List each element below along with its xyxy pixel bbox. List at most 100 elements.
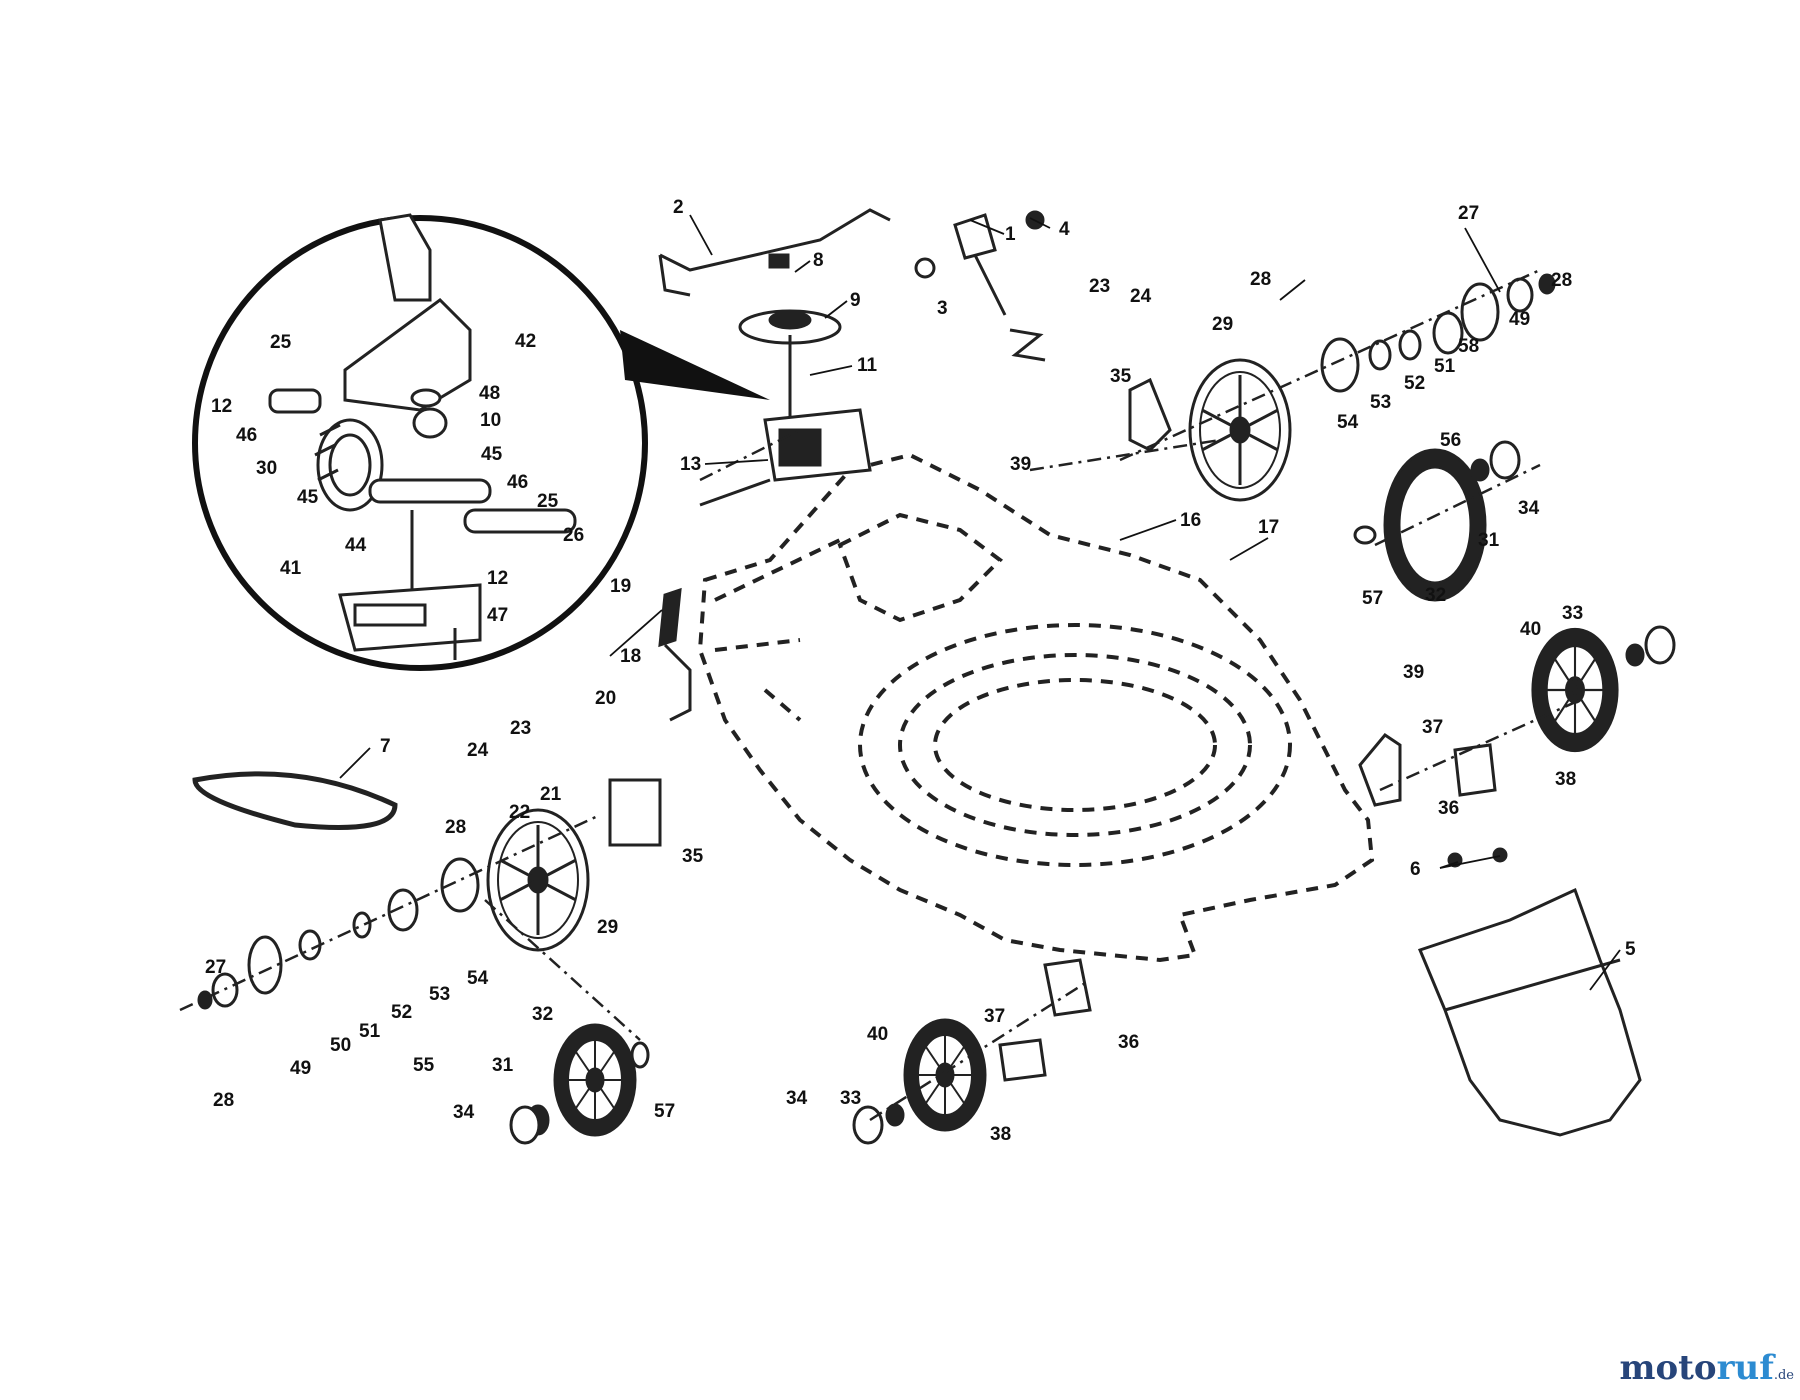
watermark-logo: motoruf.de xyxy=(1620,1348,1794,1388)
part-label: 28 xyxy=(213,1090,234,1111)
part-label: 49 xyxy=(290,1058,311,1079)
gearbox-exploded xyxy=(268,213,577,660)
part-label: 58 xyxy=(1458,336,1479,357)
part-label: 29 xyxy=(1212,314,1233,335)
leader-lines xyxy=(339,214,1621,991)
part-label: 28 xyxy=(445,817,466,838)
part-label: 36 xyxy=(1118,1032,1139,1053)
part-label: 30 xyxy=(256,458,277,479)
left-side-parts xyxy=(192,587,692,1145)
part-label: 45 xyxy=(297,487,319,508)
part-label: 23 xyxy=(510,718,531,739)
part-label: 32 xyxy=(1425,585,1446,606)
part-label: 25 xyxy=(537,491,559,512)
part-label: 51 xyxy=(359,1021,381,1042)
part-label: 52 xyxy=(391,1002,412,1023)
part-label: 34 xyxy=(453,1102,475,1123)
part-label: 45 xyxy=(481,444,503,465)
part-label: 39 xyxy=(1010,454,1031,475)
part-label: 13 xyxy=(680,454,701,475)
part-label: 51 xyxy=(1434,356,1456,377)
part-label: 3 xyxy=(937,298,948,319)
part-label: 28 xyxy=(1551,270,1572,291)
part-label: 34 xyxy=(1518,498,1540,519)
part-label: 21 xyxy=(540,784,562,805)
part-label: 8 xyxy=(813,250,824,271)
part-label: 48 xyxy=(479,383,500,404)
axis-lines xyxy=(179,268,1581,1122)
front-left-assembly xyxy=(852,958,1092,1145)
detail-circle xyxy=(192,215,648,671)
part-label: 42 xyxy=(515,331,536,352)
part-label: 52 xyxy=(1404,373,1425,394)
part-label: 25 xyxy=(270,332,292,353)
part-label: 50 xyxy=(330,1035,351,1056)
part-label: 37 xyxy=(984,1006,1005,1027)
part-label: 4 xyxy=(1059,219,1070,240)
part-label: 39 xyxy=(1403,662,1424,683)
part-label: 19 xyxy=(610,576,631,597)
part-label: 12 xyxy=(211,396,232,417)
part-label: 5 xyxy=(1625,939,1636,960)
part-label: 2 xyxy=(673,197,684,218)
part-label: 22 xyxy=(509,802,530,823)
part-label: 44 xyxy=(345,535,367,556)
part-label: 38 xyxy=(1555,769,1576,790)
part-label: 9 xyxy=(850,290,861,311)
part-label: 53 xyxy=(429,984,450,1005)
watermark-suffix: .de xyxy=(1773,1368,1794,1383)
watermark-part2: ruf xyxy=(1716,1348,1774,1388)
part-label: 36 xyxy=(1438,798,1459,819)
part-label: 7 xyxy=(380,736,391,757)
part-label: 37 xyxy=(1422,717,1443,738)
part-label: 57 xyxy=(654,1101,675,1122)
part-label: 38 xyxy=(990,1124,1011,1145)
part-label: 33 xyxy=(1562,603,1583,624)
part-label: 41 xyxy=(280,558,302,579)
part-label: 47 xyxy=(487,605,508,626)
part-label: 27 xyxy=(1458,203,1479,224)
upper-parts xyxy=(658,208,1046,507)
part-label: 27 xyxy=(205,957,226,978)
part-label: 57 xyxy=(1362,588,1383,609)
part-label: 31 xyxy=(492,1055,514,1076)
part-label: 32 xyxy=(532,1004,553,1025)
part-label: 16 xyxy=(1180,510,1201,531)
part-label: 20 xyxy=(595,688,616,709)
part-label: 18 xyxy=(620,646,641,667)
deck-outline xyxy=(697,452,1375,963)
watermark-part1: moto xyxy=(1619,1348,1717,1388)
part-label: 40 xyxy=(867,1024,888,1045)
discharge-chute xyxy=(1417,847,1642,1137)
part-label: 55 xyxy=(413,1055,435,1076)
detail-pointer xyxy=(620,330,770,400)
part-label: 54 xyxy=(467,968,489,989)
part-label: 24 xyxy=(1130,286,1152,307)
part-label: 11 xyxy=(857,355,878,376)
part-label: 46 xyxy=(236,425,257,446)
part-label: 33 xyxy=(840,1088,861,1109)
part-label: 54 xyxy=(1337,412,1359,433)
part-label: 35 xyxy=(682,846,704,867)
part-label: 46 xyxy=(507,472,528,493)
part-label: 6 xyxy=(1410,859,1421,880)
part-label: 53 xyxy=(1370,392,1391,413)
part-label: 29 xyxy=(597,917,618,938)
part-label: 24 xyxy=(467,740,489,761)
part-label: 17 xyxy=(1258,517,1279,538)
part-label: 23 xyxy=(1089,276,1110,297)
part-label: 31 xyxy=(1478,530,1500,551)
part-label: 34 xyxy=(786,1088,808,1109)
rear-right-assembly xyxy=(1128,273,1556,602)
part-label: 10 xyxy=(480,410,501,431)
part-label: 26 xyxy=(563,525,584,546)
part-label: 56 xyxy=(1440,430,1461,451)
part-labels: 1 2 3 4 5 6 7 8 9 10 11 12 12 13 16 17 1… xyxy=(205,197,1636,1145)
part-label: 28 xyxy=(1250,269,1271,290)
part-label: 40 xyxy=(1520,619,1541,640)
part-label: 49 xyxy=(1509,309,1530,330)
front-right-assembly xyxy=(1358,625,1676,807)
part-label: 35 xyxy=(1110,366,1132,387)
